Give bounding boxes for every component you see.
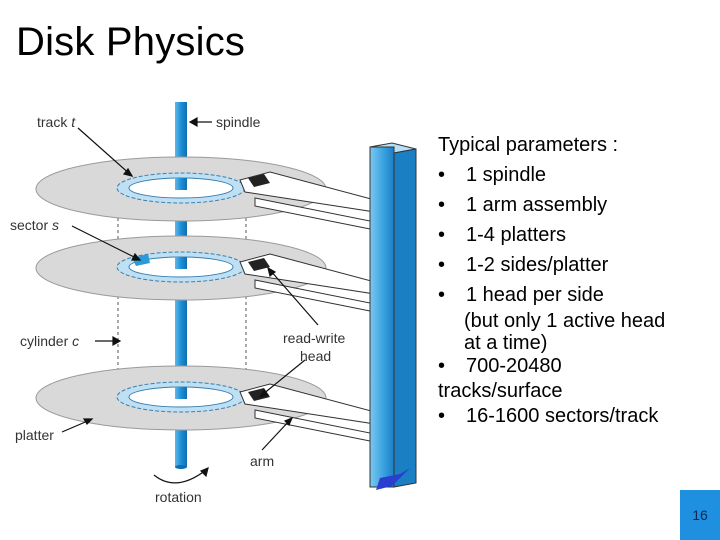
- actuator-side: [393, 148, 417, 488]
- actuator-base-head: [376, 468, 410, 490]
- actuator-column: [369, 142, 417, 490]
- head-2: [248, 258, 270, 271]
- bullet-icon: •: [438, 254, 446, 276]
- arrow-track: [77, 127, 133, 177]
- bullet-icon: •: [438, 355, 446, 377]
- arrow-sector: [71, 225, 139, 260]
- label-arm: arm: [250, 453, 274, 469]
- arrow-read-write-2: [261, 359, 306, 396]
- param-heads-note-2: at a time): [464, 332, 548, 354]
- label-spindle: spindle: [216, 114, 261, 130]
- bullet-icon: •: [438, 284, 446, 306]
- arrow-arm: [261, 419, 291, 451]
- param-tracks: •700-20480: [438, 355, 562, 377]
- page-number: 16: [680, 490, 720, 540]
- param-arm-assembly: •1 arm assembly: [438, 190, 718, 220]
- bullet-icon: •: [438, 164, 446, 186]
- label-sector: sector s: [10, 217, 59, 233]
- platter-bottom: [35, 365, 327, 431]
- label-track: track t: [37, 114, 76, 130]
- param-heads-note-1: (but only 1 active head: [464, 310, 666, 332]
- label-platter: platter: [15, 427, 54, 443]
- spindle-segment-1: [175, 178, 187, 190]
- bullet-icon: •: [438, 224, 446, 246]
- rotation-arrow: [153, 469, 207, 484]
- bullet-icon: •: [438, 405, 446, 427]
- label-cylinder: cylinder c: [20, 333, 79, 349]
- param-sides: •1-2 sides/platter: [438, 250, 718, 280]
- label-rotation: rotation: [155, 489, 202, 505]
- actuator-front: [369, 146, 395, 488]
- head-1: [248, 174, 270, 187]
- parameters-list: Typical parameters : •1 spindle •1 arm a…: [438, 130, 718, 429]
- label-read-write-2: head: [300, 348, 331, 364]
- parameters-heading: Typical parameters :: [438, 134, 619, 156]
- disk-diagram: track t spindle sector s cylinder c read…: [10, 102, 417, 505]
- label-read-write-1: read-write: [283, 330, 345, 346]
- bullet-icon: •: [438, 194, 446, 216]
- annotation-arrows: [61, 116, 319, 484]
- slide-title: Disk Physics: [16, 20, 246, 64]
- param-sectors: •16-1600 sectors/track: [438, 405, 659, 427]
- spindle-segment-2: [175, 257, 187, 269]
- spindle-segment-3: [175, 387, 187, 399]
- spindle-bottom: [175, 465, 187, 469]
- param-heads: •1 head per side: [438, 280, 718, 310]
- arm-assembly: [239, 171, 376, 443]
- param-platters: •1-4 platters: [438, 220, 718, 250]
- param-tracks-unit: tracks/surface: [438, 380, 563, 402]
- param-spindle: •1 spindle: [438, 160, 718, 190]
- platter-middle: [35, 235, 327, 301]
- arrow-read-write-1: [269, 269, 319, 326]
